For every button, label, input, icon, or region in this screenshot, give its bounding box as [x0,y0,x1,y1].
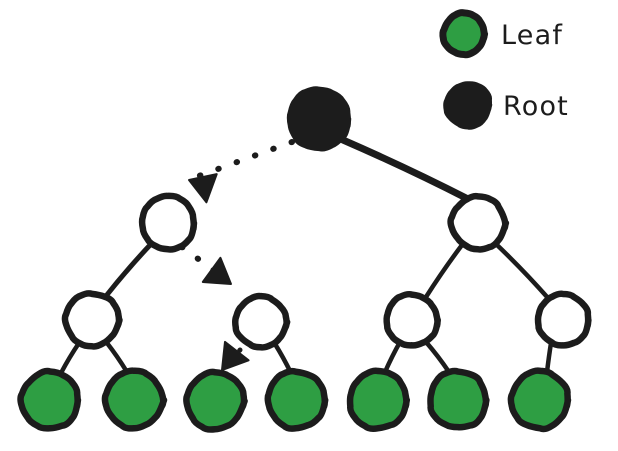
tree-node-leaf-7[interactable] [507,367,572,433]
traversal-path-arrow-root-to-left [193,139,295,180]
tree-node-leaf-6[interactable] [427,367,490,431]
tree-node-root[interactable] [286,86,352,152]
tree-edge-root-to-n-r [339,136,472,203]
legend-label-root: Root [503,91,569,122]
tree-node-n-rr[interactable] [534,290,592,349]
tree-node-leaf-2[interactable] [101,367,168,432]
legend-swatch-leaf-icon [439,9,489,59]
tree-nodes [17,86,592,433]
arrowhead-icon [221,340,250,371]
tree-node-n-lr[interactable] [232,292,291,351]
tree-node-n-l[interactable] [138,192,198,253]
tree-node-leaf-3[interactable] [183,368,248,433]
tree-node-leaf-1[interactable] [17,367,82,432]
tree-node-n-r[interactable] [447,192,510,253]
tree-edge-n-l-to-n-ll [103,241,154,299]
tree-edge-n-r-to-n-rr [493,241,551,301]
tree-edge-n-rr-to-leaf-7 [544,340,554,375]
tree-edge-n-ll-to-leaf-2 [104,340,130,375]
tree-node-leaf-4[interactable] [264,367,329,432]
traversal-arrows [179,139,295,371]
tree-edge-n-r-to-n-rl [423,242,465,300]
tree-edge-n-rl-to-leaf-6 [423,339,452,375]
tree-edge-n-rl-to-leaf-5 [382,339,403,375]
tree-node-n-rl[interactable] [383,290,442,349]
tree-edges [58,136,554,376]
tree-node-leaf-5[interactable] [346,367,411,432]
legend-label-leaf: Leaf [501,20,563,51]
arrowhead-icon [188,173,218,204]
arrowhead-icon [201,256,232,285]
tree-node-n-ll[interactable] [61,290,123,350]
legend-swatch-root-icon [443,81,493,130]
tree-edge-n-ll-to-leaf-1 [58,340,82,376]
